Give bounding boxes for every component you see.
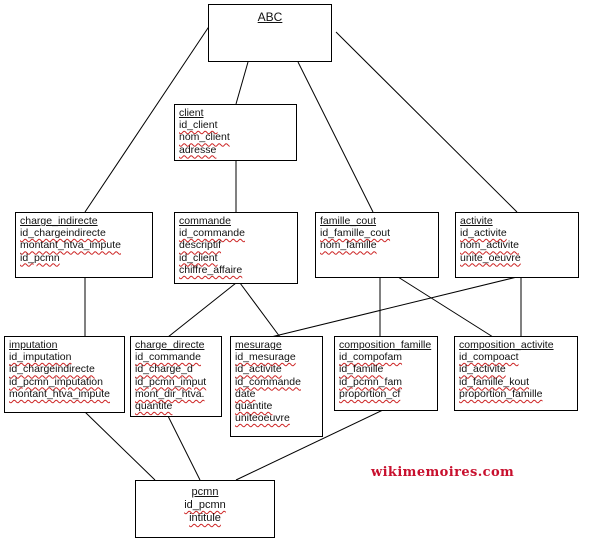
field-id-commande: id_commande [135, 351, 201, 364]
field-adresse: adresse [179, 143, 217, 156]
field-quantite: quantite [235, 400, 273, 413]
field-id-famille-cout: id_famille_cout [320, 227, 391, 240]
field-id-famille: id_famille [339, 363, 384, 376]
entity-composition-activite-title: composition_activite [459, 339, 554, 351]
entity-abc-title: ABC [257, 10, 283, 24]
entity-pcmn-fields: id_pcmn intitule [140, 499, 270, 525]
field-nom-activite: nom_activite [460, 239, 519, 252]
entity-composition-famille[interactable]: composition_famille id_compofam id_famil… [334, 336, 438, 411]
entity-charge-directe-title: charge_directe [135, 339, 205, 351]
link-commande-mesurage [239, 282, 281, 338]
entity-composition-famille-fields: id_compofam id_famille id_pcmn_fam propo… [339, 351, 433, 400]
field-uniteoeuvre: uniteoeuvre [235, 412, 290, 425]
field-date: date [235, 387, 256, 400]
watermark-text: wikimemoires.com [371, 465, 515, 480]
entity-commande-title: commande [179, 215, 231, 227]
field-intitule: intitule [189, 512, 221, 524]
entity-charge-indirecte-fields: id_chargeindirecte montant_htva_impute i… [20, 227, 148, 264]
entity-imputation-title: imputation [9, 339, 58, 351]
field-nom-famille: nom_famille [320, 239, 377, 252]
entity-commande-fields: id_commande descriptif id_client chiffre… [179, 227, 293, 276]
field-id-pcmn-imputation: id_pcmn_imputation [9, 375, 103, 388]
entity-composition-activite-fields: id_compoact id_activite id_famille_kout … [459, 351, 573, 400]
link-abc-client [235, 61, 249, 105]
entity-famille-cout-title: famille_cout [320, 215, 377, 227]
entity-composition-activite[interactable]: composition_activite id_compoact id_acti… [454, 336, 578, 411]
field-id-compoact: id_compoact [459, 351, 519, 364]
entity-imputation[interactable]: imputation id_imputation id_chargeindire… [4, 336, 125, 413]
entity-charge-indirecte-title: charge_indirecte [20, 215, 98, 227]
field-id-client: id_client [179, 251, 218, 264]
field-id-activite: id_activite [235, 363, 282, 376]
link-commande-charge-directe [167, 282, 237, 338]
field-id-compofam: id_compofam [339, 351, 403, 364]
field-proportion-cf: proportion_cf [339, 387, 401, 400]
field-id-client: id_client [179, 119, 218, 132]
entity-pcmn[interactable]: pcmn id_pcmn intitule [135, 480, 275, 538]
field-id-chargeindirecte: id_chargeindirecte [20, 227, 106, 240]
entity-composition-famille-title: composition_famille [339, 339, 432, 351]
entity-mesurage-fields: id_mesurage id_activite id_commande date… [235, 351, 318, 424]
link-abc-famille-cout [297, 61, 374, 213]
field-nom-client: nom_client [179, 131, 230, 144]
field-id-imputation: id_imputation [9, 351, 72, 364]
field-id-chargeindirecte: id_chargeindirecte [9, 363, 95, 376]
field-id-commande: id_commande [179, 227, 245, 240]
entity-charge-directe[interactable]: charge_directe id_commande id_charge_d i… [130, 336, 222, 417]
field-id-pcmn-fam: id_pcmn_fam [339, 375, 403, 388]
entity-client-fields: id_client nom_client adresse [179, 119, 292, 156]
field-montant-htva-impute: montant_htva_impute [20, 239, 121, 252]
entity-activite[interactable]: activite id_activite nom_activite unite_… [455, 212, 579, 278]
entity-famille-cout-fields: id_famille_cout nom_famille [320, 227, 434, 251]
link-activite-mesurage [270, 276, 518, 338]
entity-imputation-fields: id_imputation id_chargeindirecte id_pcmn… [9, 351, 120, 400]
entity-famille-cout[interactable]: famille_cout id_famille_cout nom_famille [315, 212, 439, 278]
entity-client[interactable]: client id_client nom_client adresse [174, 104, 297, 161]
field-id-famille-kout: id_famille_kout [459, 375, 530, 388]
entity-activite-fields: id_activite nom_activite unite_oeuvre [460, 227, 574, 264]
field-id-charge-d: id_charge_d [135, 363, 193, 376]
field-descriptif: descriptif [179, 239, 222, 252]
field-id-activite: id_activite [460, 227, 507, 240]
entity-pcmn-title: pcmn [191, 486, 219, 498]
field-quantite: quantite [135, 400, 173, 413]
field-unite-oeuvre: unite_oeuvre [460, 251, 521, 264]
field-montant-htva-impute: montant_htva_impute [9, 387, 110, 400]
field-id-pcmn-imput: id_pcmn_imput [135, 375, 207, 388]
entity-activite-title: activite [460, 215, 493, 227]
link-abc-activite [335, 31, 518, 213]
field-id-pcmn: id_pcmn [20, 251, 60, 264]
field-chiffre-affaire: chiffre_affaire [179, 263, 243, 276]
link-imputation-pcmn [84, 411, 156, 481]
field-id-pcmn: id_pcmn [184, 499, 226, 511]
entity-charge-directe-fields: id_commande id_charge_d id_pcmn_imput mo… [135, 351, 217, 412]
entity-charge-indirecte[interactable]: charge_indirecte id_chargeindirecte mont… [15, 212, 153, 278]
entity-abc[interactable]: ABC [208, 4, 332, 62]
link-famille-cout-composition-activite [397, 276, 494, 338]
field-mont-dir-htva: mont_dir_htva. [135, 387, 205, 400]
link-charge-directe-pcmn [167, 415, 201, 481]
entity-mesurage[interactable]: mesurage id_mesurage id_activite id_comm… [230, 336, 323, 437]
entity-client-title: client [179, 107, 204, 119]
field-id-mesurage: id_mesurage [235, 351, 296, 364]
field-id-activite: id_activite [459, 363, 506, 376]
field-id-commande: id_commande [235, 375, 301, 388]
entity-mesurage-title: mesurage [235, 339, 282, 351]
entity-commande[interactable]: commande id_commande descriptif id_clien… [174, 212, 298, 284]
field-proportion-famille: proportion_famille [459, 387, 543, 400]
